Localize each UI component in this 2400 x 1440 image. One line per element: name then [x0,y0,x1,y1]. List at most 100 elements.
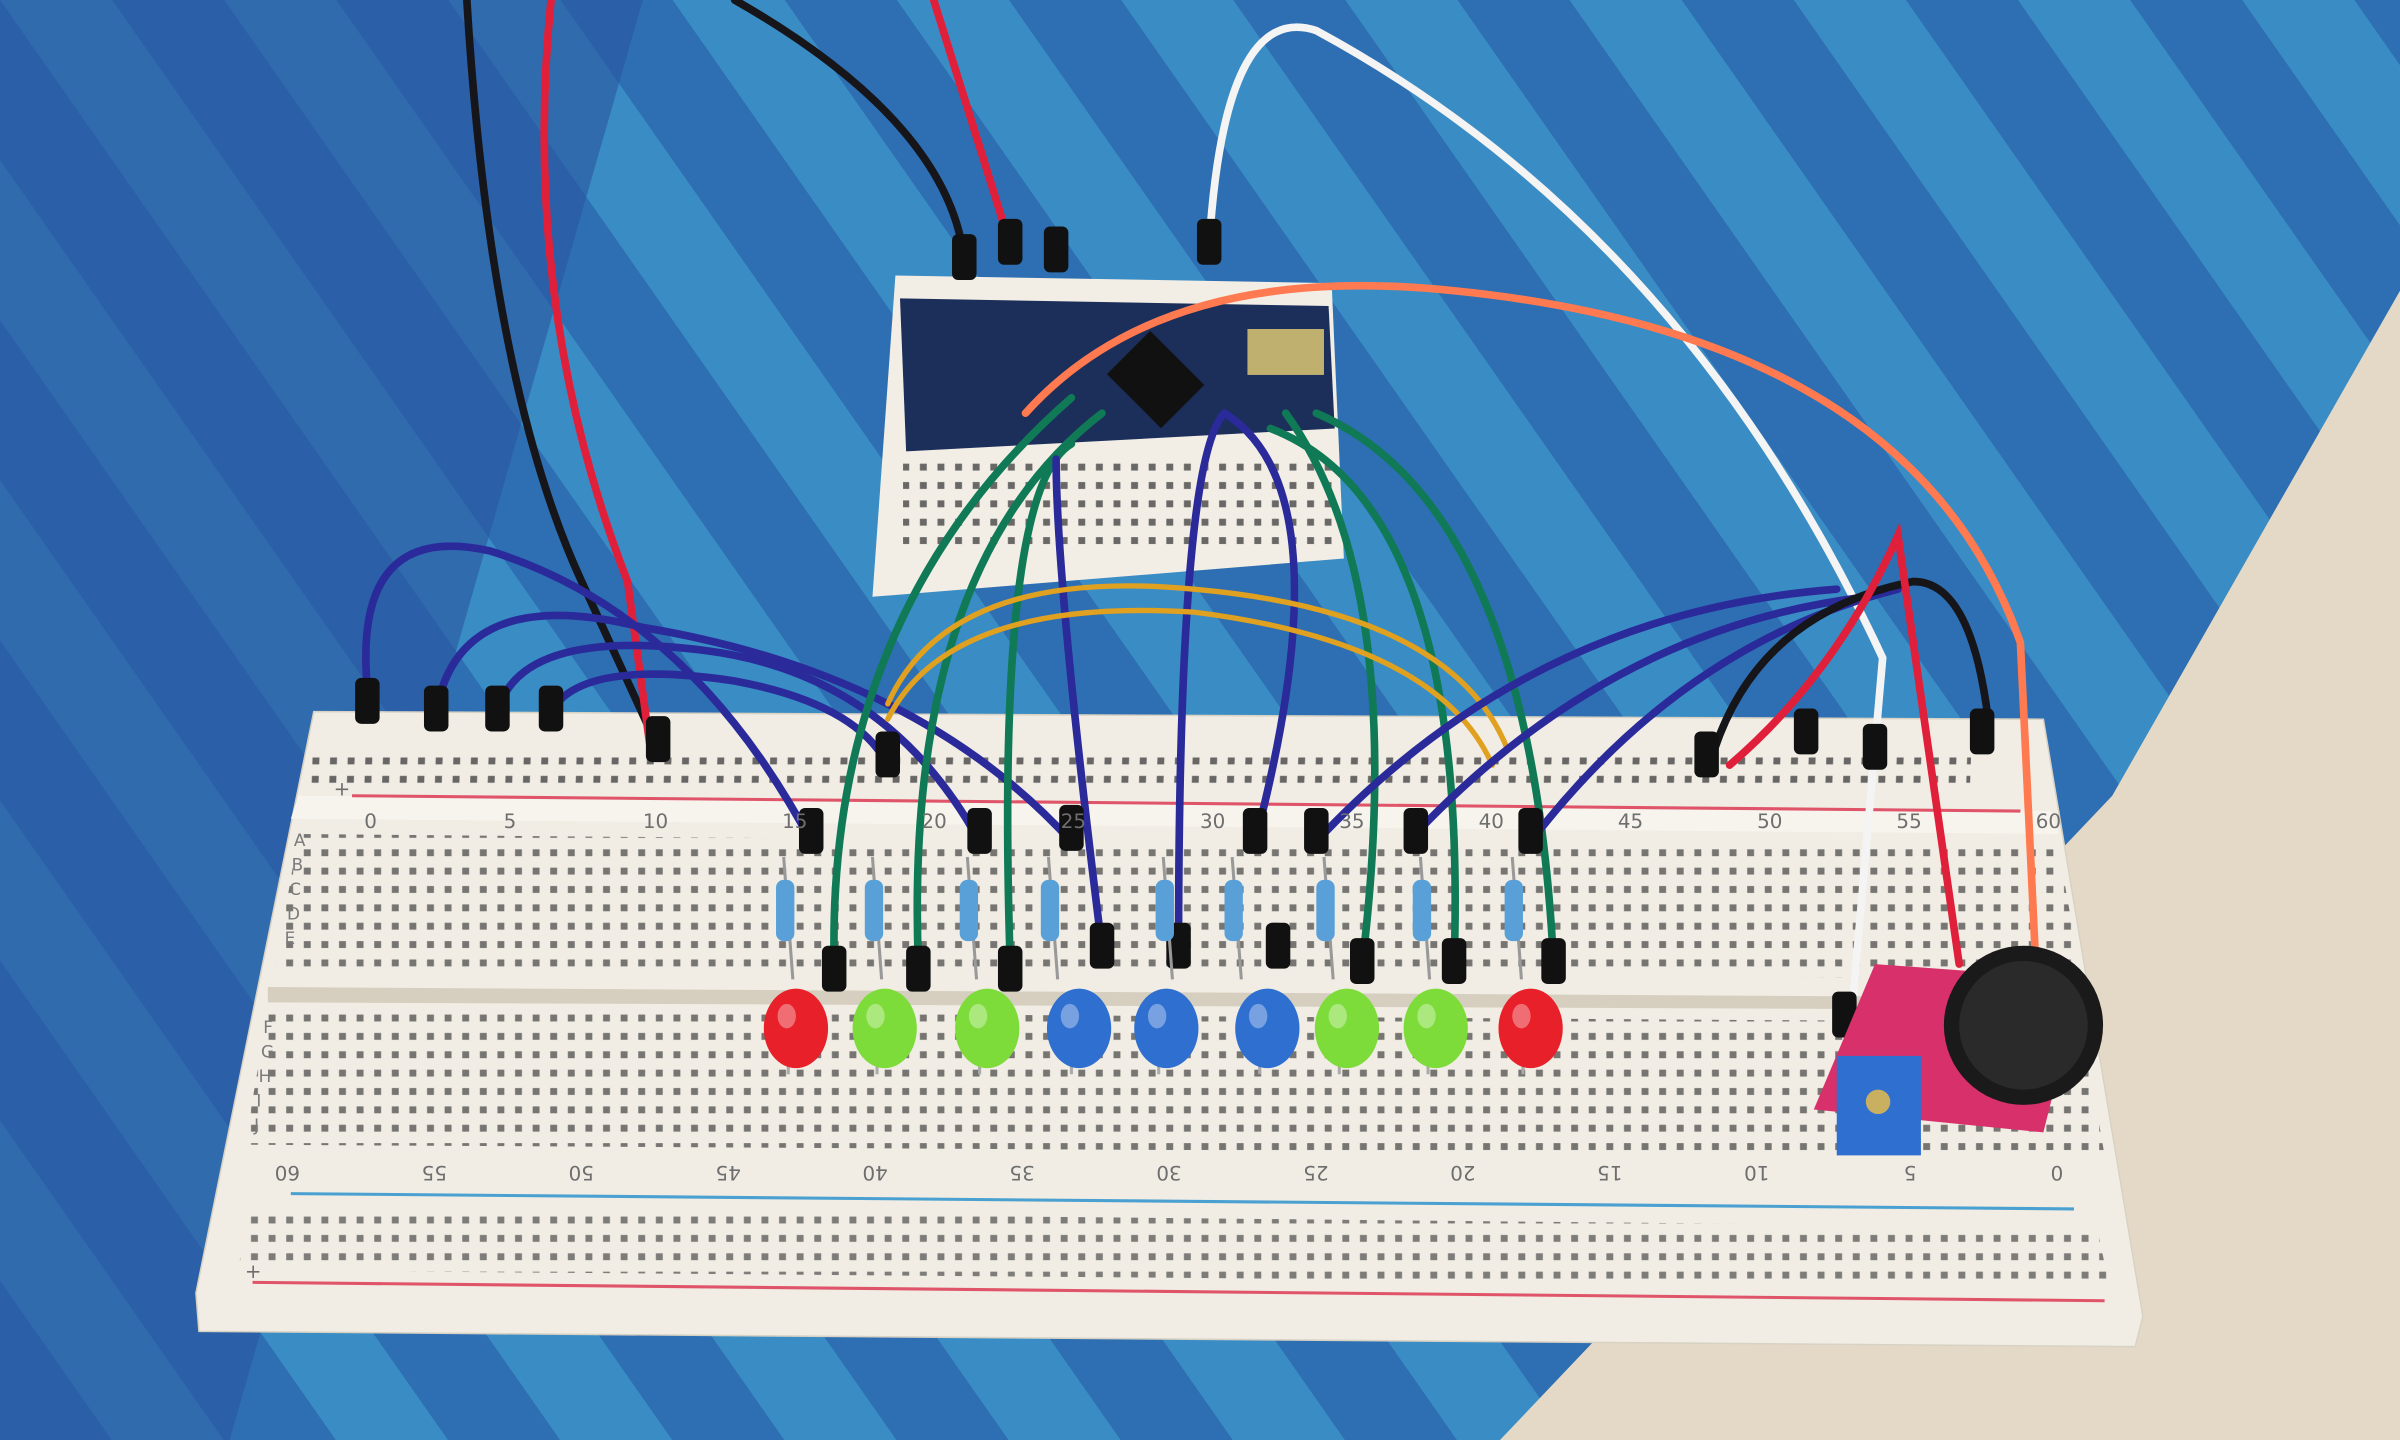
connector-pin [1089,922,1115,969]
connector-pin [1969,708,1995,755]
connector-pin [1518,807,1543,854]
column-number: 40 [1479,810,1504,833]
row-letter: G [261,1041,274,1061]
purple-wire-7 [1220,409,1299,846]
microphone-module [1813,945,2104,1156]
column-number: 0 [364,810,377,833]
connector-pin [538,685,564,732]
resistor [776,879,795,942]
connector-pin [1059,804,1084,851]
connector-pin [821,945,847,992]
connector-pin [1694,731,1719,778]
connector-pin [645,716,671,763]
row-letter: H [259,1066,272,1086]
connector-pin [906,945,931,992]
connector-pin [1441,938,1467,984]
connector-pin [967,807,992,854]
black-wire-2 [730,0,969,264]
resistor [959,879,979,942]
row-letter: I [256,1090,261,1110]
red-wire-3 [1725,521,1964,968]
green-wire-4 [1281,409,1379,968]
purple-wire-8 [1312,585,1841,846]
row-letter: B [292,855,304,875]
column-number: 10 [643,810,668,833]
green-wire-6 [1312,409,1558,968]
purple-wire-5 [1052,455,1106,953]
black-wire-3 [1710,577,1994,754]
red-wire [540,0,655,754]
column-number: 50 [569,1161,594,1184]
connector-pin [875,731,900,778]
connector-pins [355,218,1995,1038]
arduino-nano-board [872,275,1344,597]
resistor [1040,879,1060,942]
cloth-beige-region [1500,290,2400,1440]
connector-pin [1862,723,1888,770]
column-number: 50 [1757,810,1782,833]
column-number: 30 [1200,810,1225,833]
connector-pin [1793,708,1819,755]
connector-pin [1043,226,1069,273]
connector-pin [997,945,1023,992]
rail-plus-label-bottom: + [245,1260,262,1283]
resistor [1224,879,1243,942]
column-number: 25 [1303,1161,1328,1184]
yellow-wire-2 [885,607,1496,768]
column-number: 15 [782,810,807,833]
resistor [1155,879,1174,942]
led [1403,988,1468,1069]
leds [763,988,1563,1075]
column-number: 0 [2051,1161,2064,1184]
purple-wire-3 [493,641,984,846]
connector-pin [355,677,380,724]
column-number: 40 [862,1161,887,1184]
led [1498,988,1563,1069]
purple-wire-6 [1174,409,1229,953]
column-number: 55 [1896,810,1921,833]
led [1314,988,1380,1069]
column-number: 20 [921,810,946,833]
red-wire-2 [929,0,1015,249]
column-number: 60 [275,1161,300,1184]
column-number: 35 [1339,810,1364,833]
led [1235,988,1300,1069]
column-number: 20 [1450,1161,1475,1184]
green-wire-1 [830,394,1076,968]
connector-pin [997,218,1023,265]
connector-pin [1541,938,1566,984]
purple-wire-9 [1404,592,1872,846]
white-wire [1205,23,1887,1014]
led [763,988,829,1069]
connector-pin [798,807,824,854]
column-number: 60 [2036,810,2061,833]
column-number: 10 [1744,1161,1769,1184]
green-wire-5 [1266,424,1459,968]
yellow-wire-1 [885,583,1511,753]
connector-pin [952,234,977,281]
column-number: 30 [1156,1161,1181,1184]
row-letter: D [287,904,300,924]
resistor [864,879,884,942]
column-number: 45 [1618,810,1643,833]
column-number: 55 [422,1161,447,1184]
connector-pin [1242,807,1268,854]
column-number: 45 [716,1161,741,1184]
column-number: 5 [1904,1161,1917,1184]
purple-wire-1 [362,542,816,846]
connector-pin [1196,218,1222,265]
rail-plus-label: + [334,778,351,801]
row-letter: E [285,928,296,948]
led [1046,988,1112,1069]
resistors [776,856,1523,980]
column-number: 5 [504,810,517,833]
column-number: 35 [1009,1161,1034,1184]
connector-pin [1304,807,1329,854]
resistor [1504,879,1523,942]
row-letter: J [253,1115,259,1135]
purple-wire-2 [432,611,1076,846]
row-letter: A [294,830,306,850]
connector-pin [1403,807,1429,854]
